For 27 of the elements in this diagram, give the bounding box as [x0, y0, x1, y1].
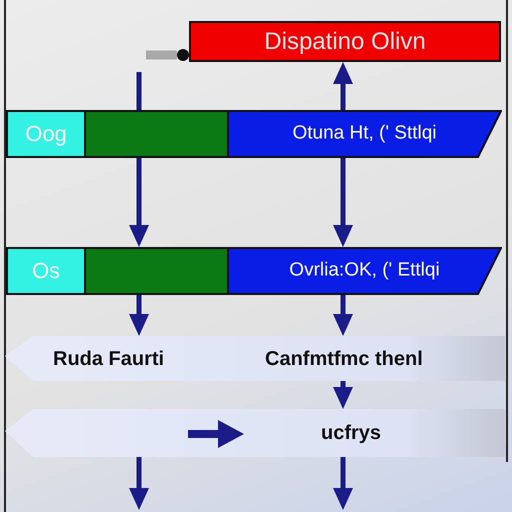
parallelogram-box — [227, 247, 502, 295]
arrow — [333, 158, 353, 247]
dot-connector — [146, 49, 189, 61]
step-label: Canfmtfmc thenl — [265, 348, 423, 370]
blank-box — [84, 110, 229, 158]
parallelogram-box — [227, 110, 502, 158]
header-text: Dispatino Olivn — [264, 28, 426, 55]
blank-box — [84, 247, 229, 295]
arrow-band — [5, 336, 505, 381]
arrow — [129, 295, 149, 336]
label-box — [6, 247, 86, 295]
box-label: Os — [32, 258, 60, 284]
arrow-band — [5, 409, 505, 457]
arrow — [333, 457, 353, 510]
box-label: Oog — [25, 122, 67, 146]
step-label: ucfrys — [321, 422, 382, 444]
arrow — [129, 158, 149, 247]
label-box — [6, 110, 86, 158]
connector-line — [136, 72, 142, 110]
arrow — [129, 457, 149, 510]
arrow — [333, 381, 353, 409]
step-label: Ruda Faurti — [53, 348, 164, 370]
arrow — [333, 295, 353, 336]
box-label: Ovrlia:OK, (' Ettlqi — [289, 260, 440, 282]
arrow — [333, 62, 353, 110]
header-box — [189, 21, 501, 62]
box-label: Otuna Ht, (' Sttlqi — [292, 124, 437, 144]
